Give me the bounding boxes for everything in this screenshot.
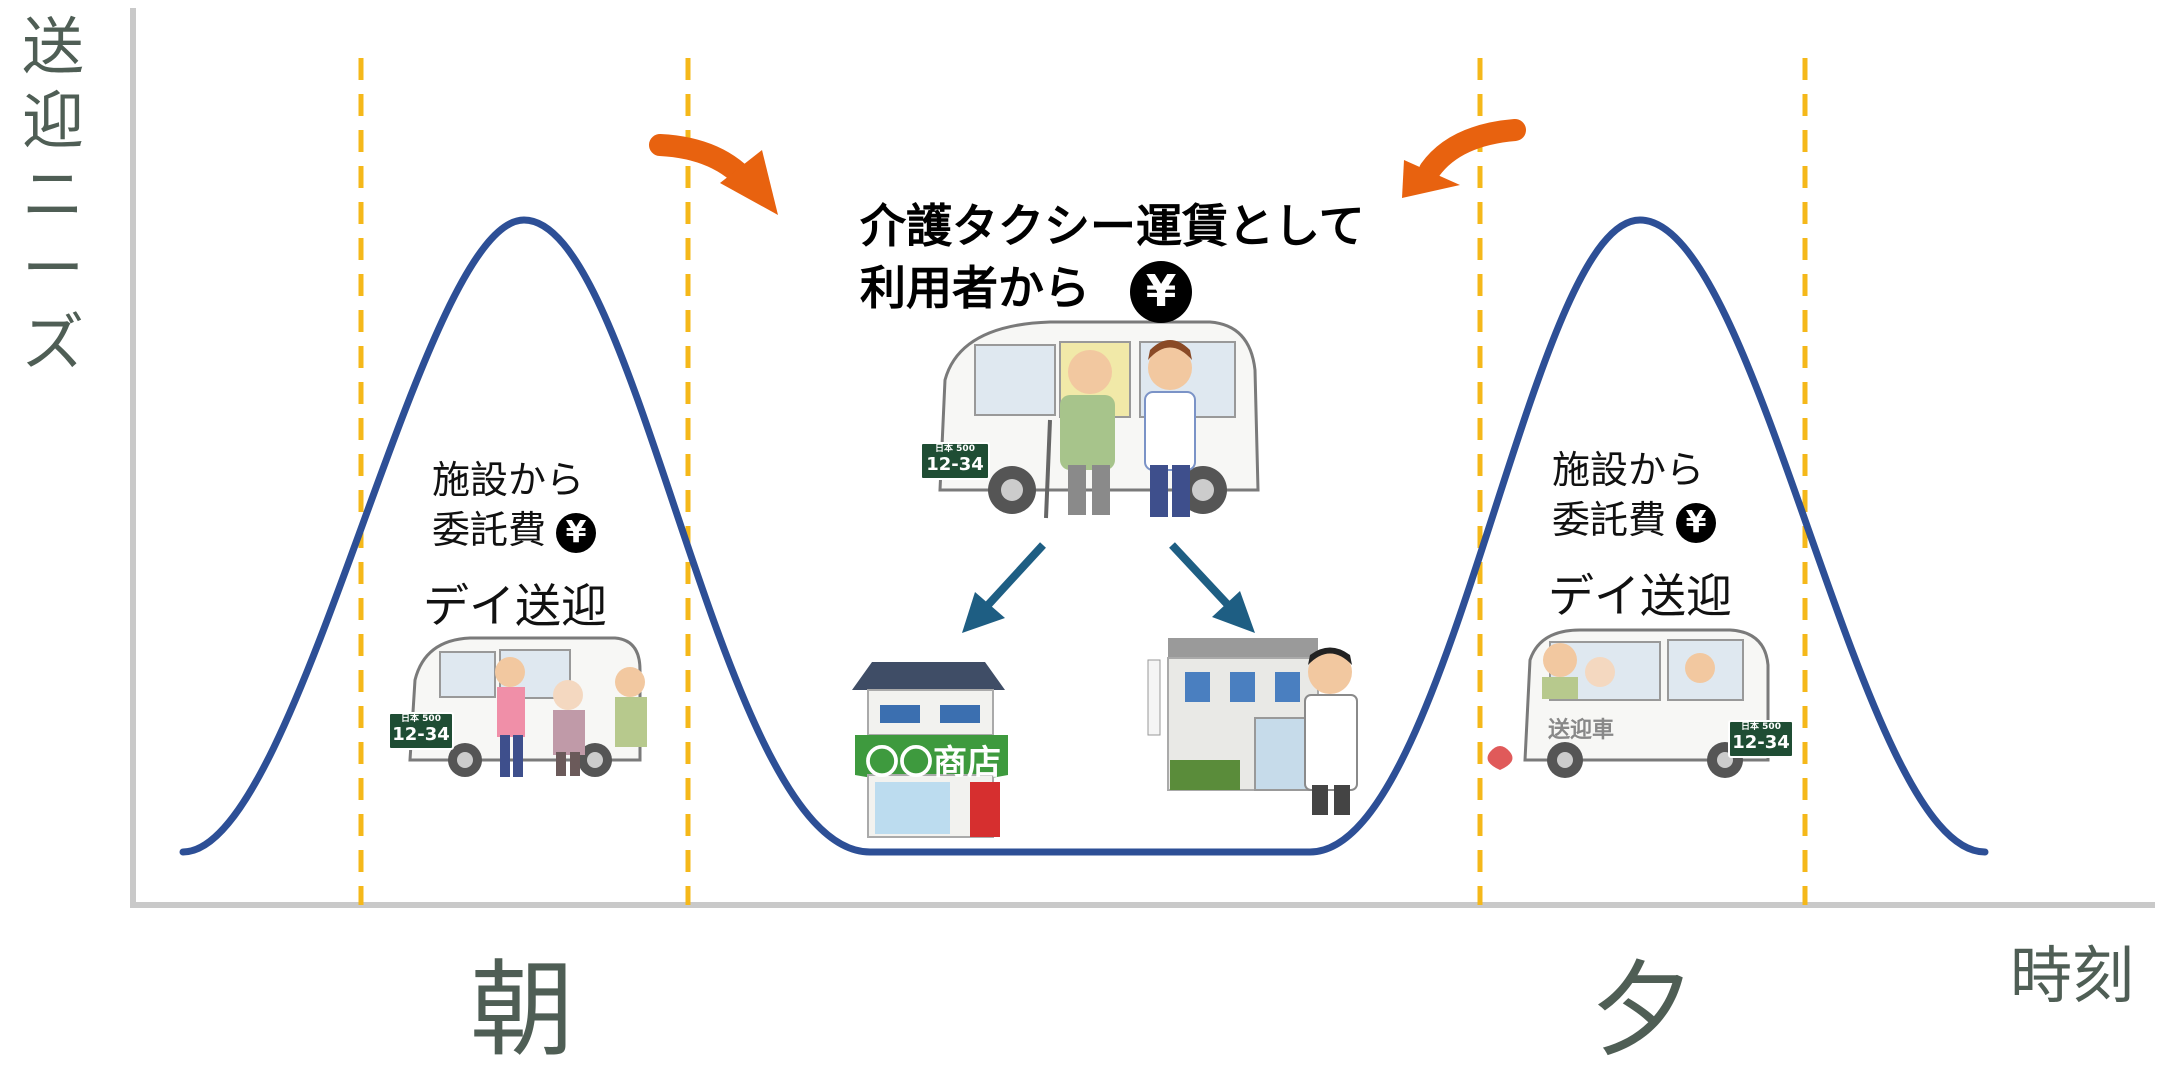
plate-number: 12-34: [392, 724, 450, 745]
orange-arrow-right: [1402, 119, 1526, 198]
x-axis-title: 時刻: [2010, 939, 2135, 1012]
evening-fee-label: 施設から 委託費¥: [1552, 445, 1717, 545]
morning-day-service-van-illustration: [408, 636, 647, 777]
center-fare-line2: 利用者から: [860, 261, 1090, 315]
y-axis-title-char: 送: [21, 10, 84, 83]
evening-day-service-van-illustration: [1487, 628, 1770, 778]
orange-arrow-left: [649, 134, 778, 215]
center-fare-line1: 介護タクシー運賃として: [860, 199, 1365, 253]
diagram-canvas: [130, 8, 2155, 908]
clinic-illustration: [1147, 638, 1358, 815]
yen-icon: ¥: [1676, 502, 1717, 543]
plate-number: 12-34: [1732, 732, 1790, 753]
morning-fee-line2: 委託費: [432, 508, 547, 552]
y-axis-title-char: ー: [21, 232, 84, 305]
morning-fee-line1: 施設から: [432, 458, 585, 502]
y-axis-title: 送 迎 ニ ー ズ: [8, 10, 98, 380]
license-plate-morning: 日本 500 12-34: [388, 712, 454, 750]
evening-fee-line2: 委託費: [1552, 498, 1667, 542]
period-label-evening: 夕: [1590, 949, 1695, 1071]
y-axis-title-char: 迎: [21, 84, 84, 157]
evening-service-label: デイ送迎: [1548, 569, 1732, 623]
plate-top-text: 日本 500: [935, 444, 975, 454]
morning-fee-label: 施設から 委託費¥: [432, 455, 597, 555]
teal-arrow-to-clinic: [1169, 542, 1255, 633]
plate-number: 12-34: [926, 454, 984, 475]
center-fare-line2-wrap: 利用者から ¥: [860, 257, 1365, 323]
y-axis-title-char: ズ: [21, 306, 84, 379]
plate-top-text: 日本 500: [1741, 722, 1781, 732]
license-plate-evening: 日本 500 12-34: [1728, 720, 1794, 758]
teal-arrow-to-shop: [962, 542, 1046, 633]
plate-top-text: 日本 500: [401, 714, 441, 724]
yen-icon: ¥: [556, 512, 597, 553]
shop-illustration: [852, 662, 1008, 838]
morning-service-label: デイ送迎: [423, 579, 607, 633]
demand-curve: [179, 216, 1989, 856]
morning-fee-line2-wrap: 委託費¥: [432, 505, 597, 555]
center-taxi-van-illustration: [938, 320, 1260, 519]
evening-fee-line2-wrap: 委託費¥: [1552, 495, 1717, 545]
guide-lines: [358, 58, 1808, 905]
yen-icon: ¥: [1130, 260, 1192, 323]
evening-fee-line1: 施設から: [1552, 448, 1705, 492]
van-side-text: 送迎車: [1548, 718, 1615, 743]
y-axis-title-char: ニ: [21, 158, 84, 231]
center-fare-label: 介護タクシー運賃として 利用者から ¥: [860, 195, 1365, 323]
license-plate-center: 日本 500 12-34: [920, 442, 990, 480]
period-label-morning: 朝: [470, 949, 575, 1071]
shop-sign: 〇〇商店: [865, 743, 1001, 783]
